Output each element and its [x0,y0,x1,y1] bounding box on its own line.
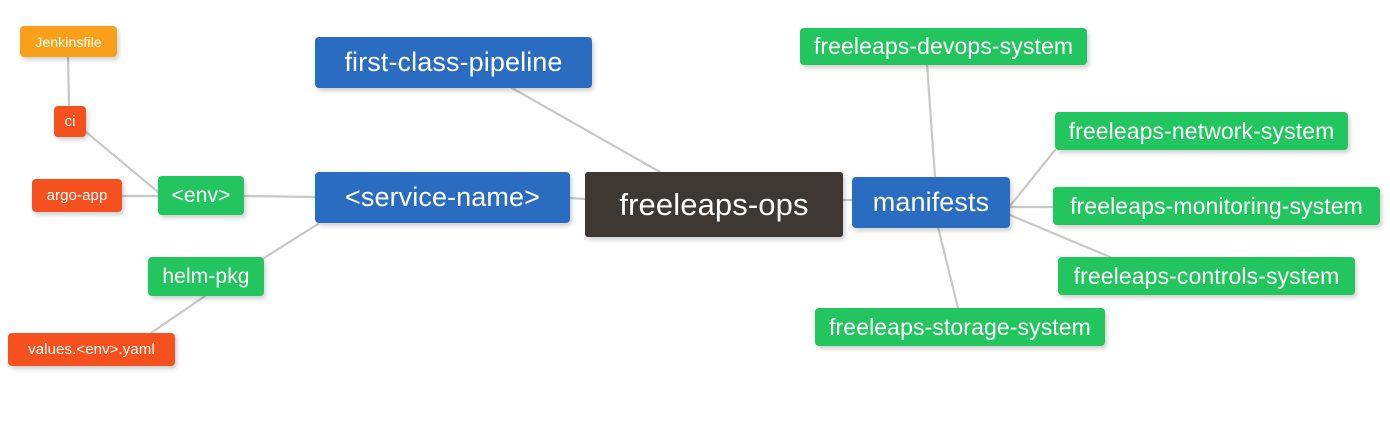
node-freeleaps-devops-system-label: freeleaps-devops-system [813,33,1074,59]
edge-manifests-network [1008,148,1057,208]
node-first-class-pipeline[interactable]: first-class-pipeline [315,37,592,88]
node-env-label: <env> [171,184,231,207]
node-jenkinsfile-label: Jenkinsfile [35,33,102,50]
node-freeleaps-network-system-label: freeleaps-network-system [1068,117,1335,144]
edge-helmpkg-servicename [262,222,320,260]
node-freeleaps-controls-system[interactable]: freeleaps-controls-system [1058,257,1355,295]
edge-firstclasspipeline-root [510,86,662,174]
edge-servicename-root [568,196,587,201]
node-service-name-label: <service-name> [345,182,540,212]
edge-valuesyaml-helmpkg [149,294,207,335]
node-argo-app-label: argo-app [46,187,108,204]
node-env[interactable]: <env> [158,176,244,215]
node-ci[interactable]: ci [54,106,86,137]
node-freeleaps-controls-system-label: freeleaps-controls-system [1073,262,1340,289]
node-freeleaps-storage-system[interactable]: freeleaps-storage-system [815,308,1105,346]
edge-manifests-devops [925,62,937,179]
node-helm-pkg-label: helm-pkg [162,265,250,288]
node-service-name[interactable]: <service-name> [315,172,570,223]
node-jenkinsfile[interactable]: Jenkinsfile [20,26,117,57]
node-helm-pkg[interactable]: helm-pkg [148,257,264,296]
node-freeleaps-devops-system[interactable]: freeleaps-devops-system [800,28,1087,65]
node-ci-label: ci [64,113,76,130]
node-manifests[interactable]: manifests [852,177,1010,228]
node-values-yaml[interactable]: values.<env>.yaml [8,333,175,366]
edge-jenkinsfile-ci [66,55,71,108]
node-freeleaps-network-system[interactable]: freeleaps-network-system [1055,112,1348,150]
node-freeleaps-monitoring-system[interactable]: freeleaps-monitoring-system [1053,187,1380,225]
edge-env-servicename [242,194,317,199]
node-first-class-pipeline-label: first-class-pipeline [344,47,563,77]
node-values-yaml-label: values.<env>.yaml [28,341,155,358]
node-freeleaps-ops-label: freeleaps-ops [619,187,809,222]
node-argo-app[interactable]: argo-app [32,179,122,212]
node-freeleaps-monitoring-system-label: freeleaps-monitoring-system [1070,192,1363,219]
edge-manifests-storage [936,225,960,310]
node-freeleaps-ops-root[interactable]: freeleaps-ops [585,172,843,237]
node-manifests-label: manifests [872,187,990,217]
node-freeleaps-storage-system-label: freeleaps-storage-system [829,313,1091,340]
